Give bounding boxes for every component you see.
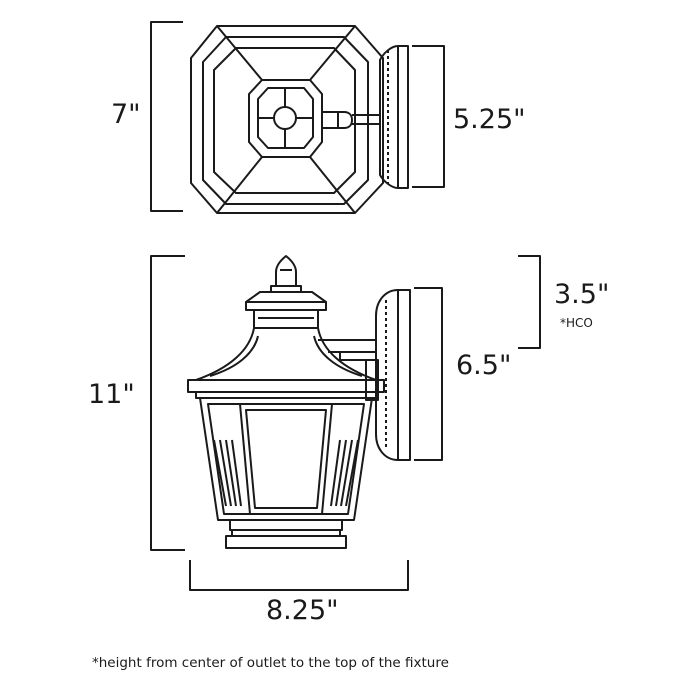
top-view-fixture [190, 25, 409, 214]
hco-note: *HCO [560, 316, 593, 330]
dim-top-height [150, 21, 183, 212]
width-label: 8.25" [266, 595, 339, 626]
dim-overall-height [150, 255, 185, 551]
overall-height-label: 11" [88, 379, 135, 410]
footnote: *height from center of outlet to the top… [92, 655, 449, 671]
top-height-label: 7" [111, 99, 141, 130]
dim-width [189, 560, 409, 591]
dim-hco [518, 255, 541, 349]
backplate-width-label: 5.25" [453, 104, 526, 135]
backplate-height-label: 6.5" [456, 350, 512, 381]
side-view-fixture [187, 255, 411, 549]
hco-label: 3.5" [554, 279, 610, 310]
dim-backplate-height [414, 287, 443, 461]
dim-backplate-width [412, 45, 445, 188]
